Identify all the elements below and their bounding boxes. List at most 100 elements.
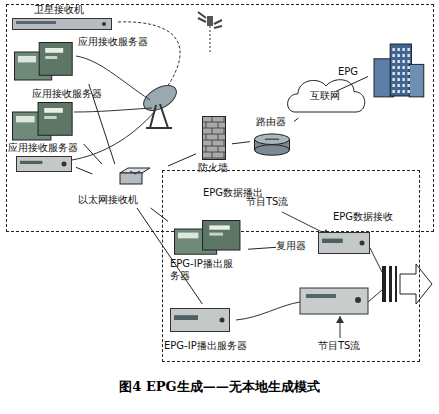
icon-part — [392, 84, 395, 87]
icon-part — [62, 162, 67, 167]
icon-part — [209, 225, 229, 229]
device-label: 防火墙 — [198, 162, 228, 174]
icon-part — [409, 64, 424, 96]
output-arrow — [382, 264, 432, 304]
icon-part — [218, 122, 219, 128]
icon-part — [407, 66, 410, 69]
icon-part — [212, 116, 213, 122]
device-node: 卫星接收机 — [12, 4, 120, 34]
router-icon — [254, 132, 290, 156]
icon-part — [120, 173, 142, 184]
icon-part — [407, 48, 410, 51]
icon-part — [206, 122, 207, 128]
dish-wire — [72, 110, 156, 160]
icon-part — [202, 128, 226, 129]
rx-icon — [12, 18, 112, 30]
icon-part — [402, 60, 405, 63]
icon-part — [407, 90, 410, 93]
device-node: 路由器 — [250, 116, 294, 162]
icon-part — [212, 128, 213, 134]
device-label: 应用接收服务器 — [8, 142, 78, 154]
icon-part — [265, 139, 279, 140]
icon-part — [209, 233, 223, 236]
icon-part — [206, 158, 207, 160]
icon-part — [322, 239, 343, 243]
icon-part — [212, 152, 213, 158]
icon-part — [202, 140, 226, 141]
icon-part — [397, 60, 400, 63]
icon-part — [397, 48, 400, 51]
icon-part — [392, 48, 395, 51]
uplink-curve — [118, 22, 180, 90]
icon-part — [392, 90, 395, 93]
icon-part — [407, 72, 410, 75]
connector-line — [84, 144, 102, 164]
wire — [236, 302, 300, 320]
icon-part — [203, 221, 240, 251]
icon-part — [218, 146, 219, 152]
satellite-symbol — [198, 12, 222, 52]
device-label: 路由器 — [256, 116, 286, 128]
server-icon — [174, 220, 242, 256]
icon-part — [45, 56, 57, 59]
icon-part — [360, 241, 365, 246]
device-label: 复用器 — [276, 240, 306, 252]
figure-caption: 图4 EPG生成——无本地生成模式 — [0, 378, 439, 396]
wire — [368, 248, 382, 302]
icon-part — [38, 103, 72, 136]
building-icon — [370, 42, 426, 98]
icon-part — [178, 233, 198, 239]
icon-part — [218, 158, 219, 160]
stream-label: 节目TS流 — [318, 340, 360, 352]
device-node: EPG-IP播出服务器 — [164, 304, 276, 356]
dish-wire — [74, 108, 152, 112]
connector-line — [76, 167, 92, 174]
icon-part — [397, 90, 400, 93]
icon-part — [20, 161, 42, 164]
icon-part — [17, 157, 72, 172]
icon-part — [44, 108, 63, 113]
ts-arrow-head — [336, 316, 344, 323]
icon-part — [402, 84, 405, 87]
icon-part — [255, 145, 290, 156]
device-label: EPG — [338, 66, 358, 78]
mux-icon — [16, 156, 72, 172]
icon-part — [202, 116, 226, 117]
connector-line — [232, 142, 250, 144]
dashed-region: EPG数据播出EPG-IP播出服务器EPG-IP播出服务器复用器 — [162, 170, 420, 362]
icon-part — [402, 48, 405, 51]
icon-part — [16, 116, 35, 122]
icon-part — [224, 140, 225, 146]
icon-part — [392, 78, 395, 81]
device-label: 应用接收服务器 — [32, 88, 102, 100]
mux-icon — [170, 308, 230, 332]
icon-part — [224, 128, 225, 134]
connector-line — [89, 84, 115, 164]
device-label: 互联网 — [310, 90, 340, 102]
connector-line — [294, 118, 298, 121]
device-label: EPG-IP播出服务器 — [170, 258, 234, 282]
icon-part — [392, 66, 395, 69]
icon-part — [16, 21, 56, 24]
device-node: 应用接收服务器 — [14, 36, 148, 84]
stream-label: 节目TS流 — [246, 196, 288, 208]
lower-device — [300, 288, 368, 314]
device-label: 卫星接收机 — [34, 4, 84, 16]
icon-part — [402, 90, 405, 93]
icon-part — [397, 84, 400, 87]
device-label: EPG-IP播出服务器 — [164, 340, 247, 352]
device-node: 应用接收服务器 — [8, 142, 98, 174]
device-node: 以太网接收机 — [76, 164, 168, 208]
icon-part — [130, 171, 140, 174]
icon-part — [224, 152, 225, 158]
icon-part — [206, 146, 207, 152]
icon-part — [397, 72, 400, 75]
icon-part — [407, 54, 410, 57]
connector-line — [137, 208, 202, 304]
server-icon — [12, 102, 74, 142]
icon-part — [392, 72, 395, 75]
icon-part — [397, 78, 400, 81]
connector-line — [336, 77, 368, 92]
icon-part — [39, 43, 72, 76]
